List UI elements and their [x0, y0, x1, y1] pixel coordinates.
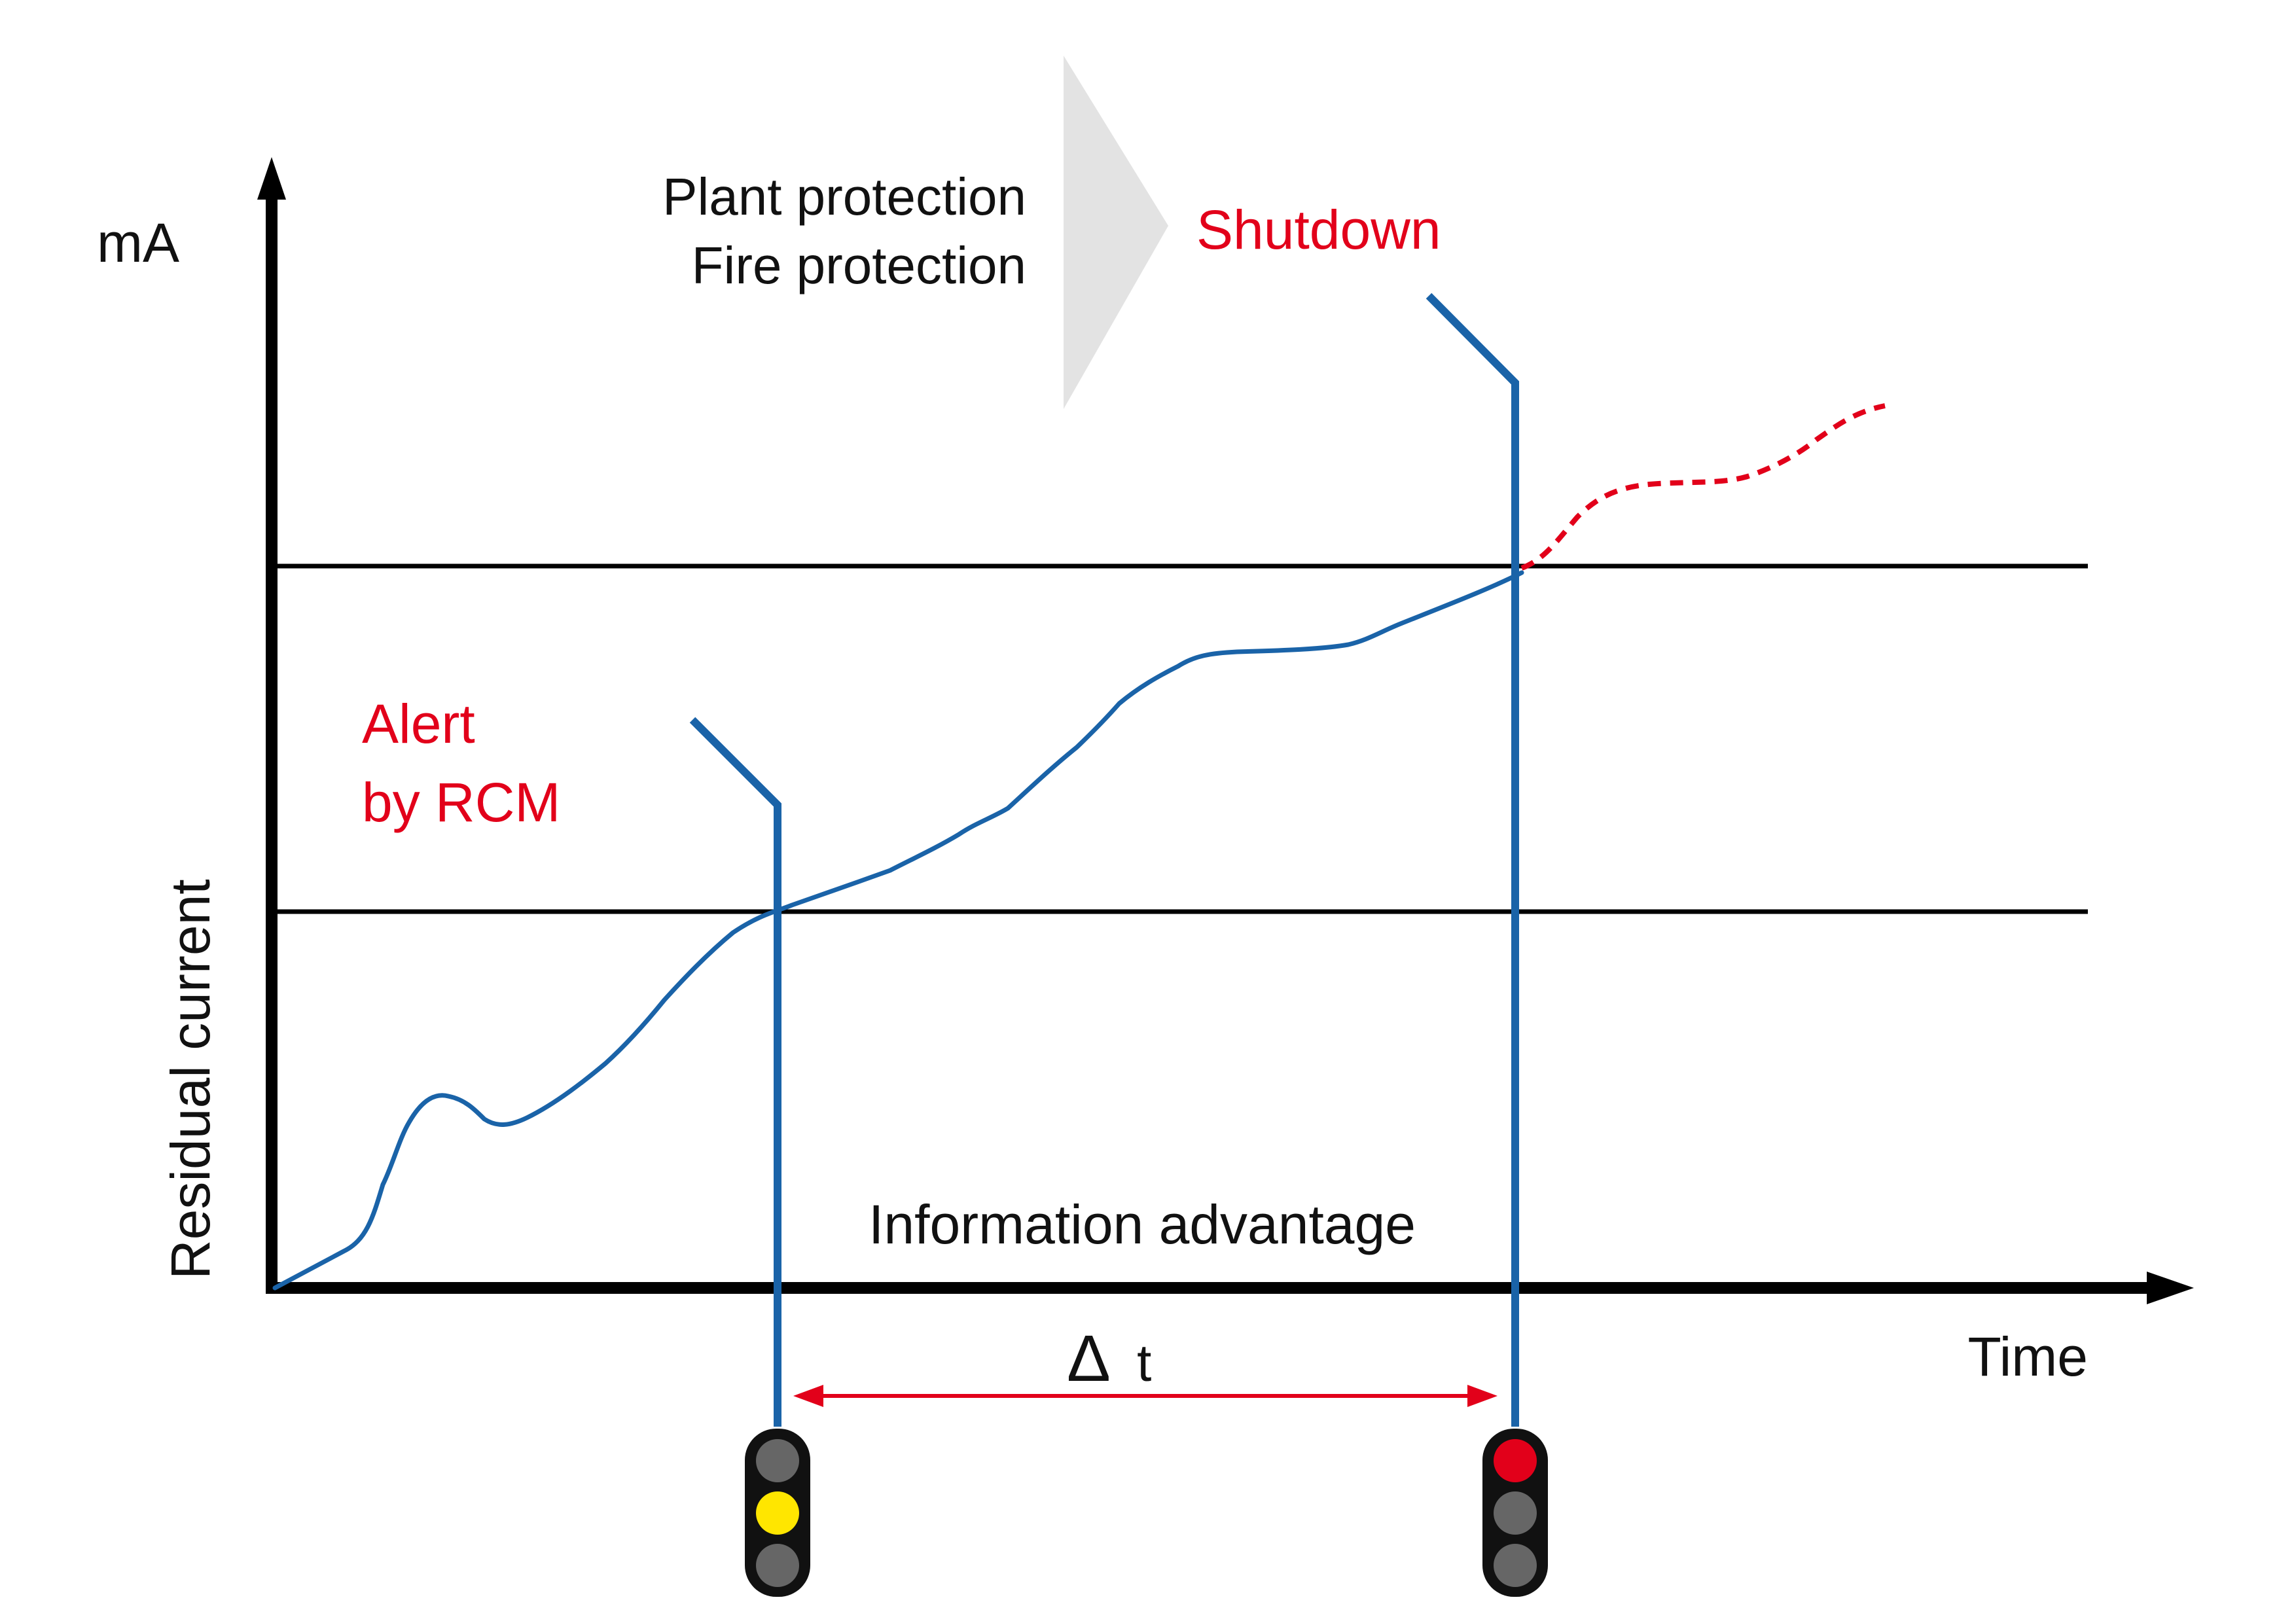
alert-label-line1: Alert — [362, 693, 475, 755]
y-axis-arrowhead — [257, 157, 286, 200]
y-unit-label: mA — [97, 212, 179, 274]
delta-t-arrowhead-left — [793, 1385, 823, 1407]
lamp-bottom-off — [1494, 1544, 1537, 1587]
information-advantage-label: Information advantage — [869, 1194, 1416, 1255]
lamp-top-red — [1494, 1439, 1537, 1482]
projected-current-curve — [1520, 403, 1886, 571]
shutdown-marker-line — [1426, 293, 1519, 1427]
lamp-middle-yellow — [756, 1491, 799, 1535]
residual-current-curve — [272, 570, 1524, 1291]
alert-marker-line — [689, 717, 781, 1427]
protection-label-line2: Fire protection — [692, 236, 1026, 294]
y-axis-label: Residual current — [160, 879, 221, 1279]
alert-traffic-light — [745, 1429, 810, 1597]
chevron-arrow — [1064, 56, 1168, 409]
x-axis-arrowhead — [2147, 1272, 2194, 1304]
delta-symbol: Δ — [1067, 1322, 1109, 1395]
delta-variable: t — [1137, 1334, 1151, 1392]
shutdown-label: Shutdown — [1196, 199, 1441, 260]
delta-t-arrowhead-right — [1467, 1385, 1498, 1407]
x-axis-label: Time — [1967, 1326, 2088, 1387]
lamp-bottom-off — [756, 1544, 799, 1587]
protection-label-line1: Plant protection — [662, 168, 1026, 226]
alert-label-line2: by RCM — [362, 772, 560, 833]
shutdown-traffic-light — [1482, 1429, 1548, 1597]
delta-t-label: Δ t — [1067, 1322, 1151, 1395]
lamp-top-off — [756, 1439, 799, 1482]
lamp-middle-off — [1494, 1491, 1537, 1535]
